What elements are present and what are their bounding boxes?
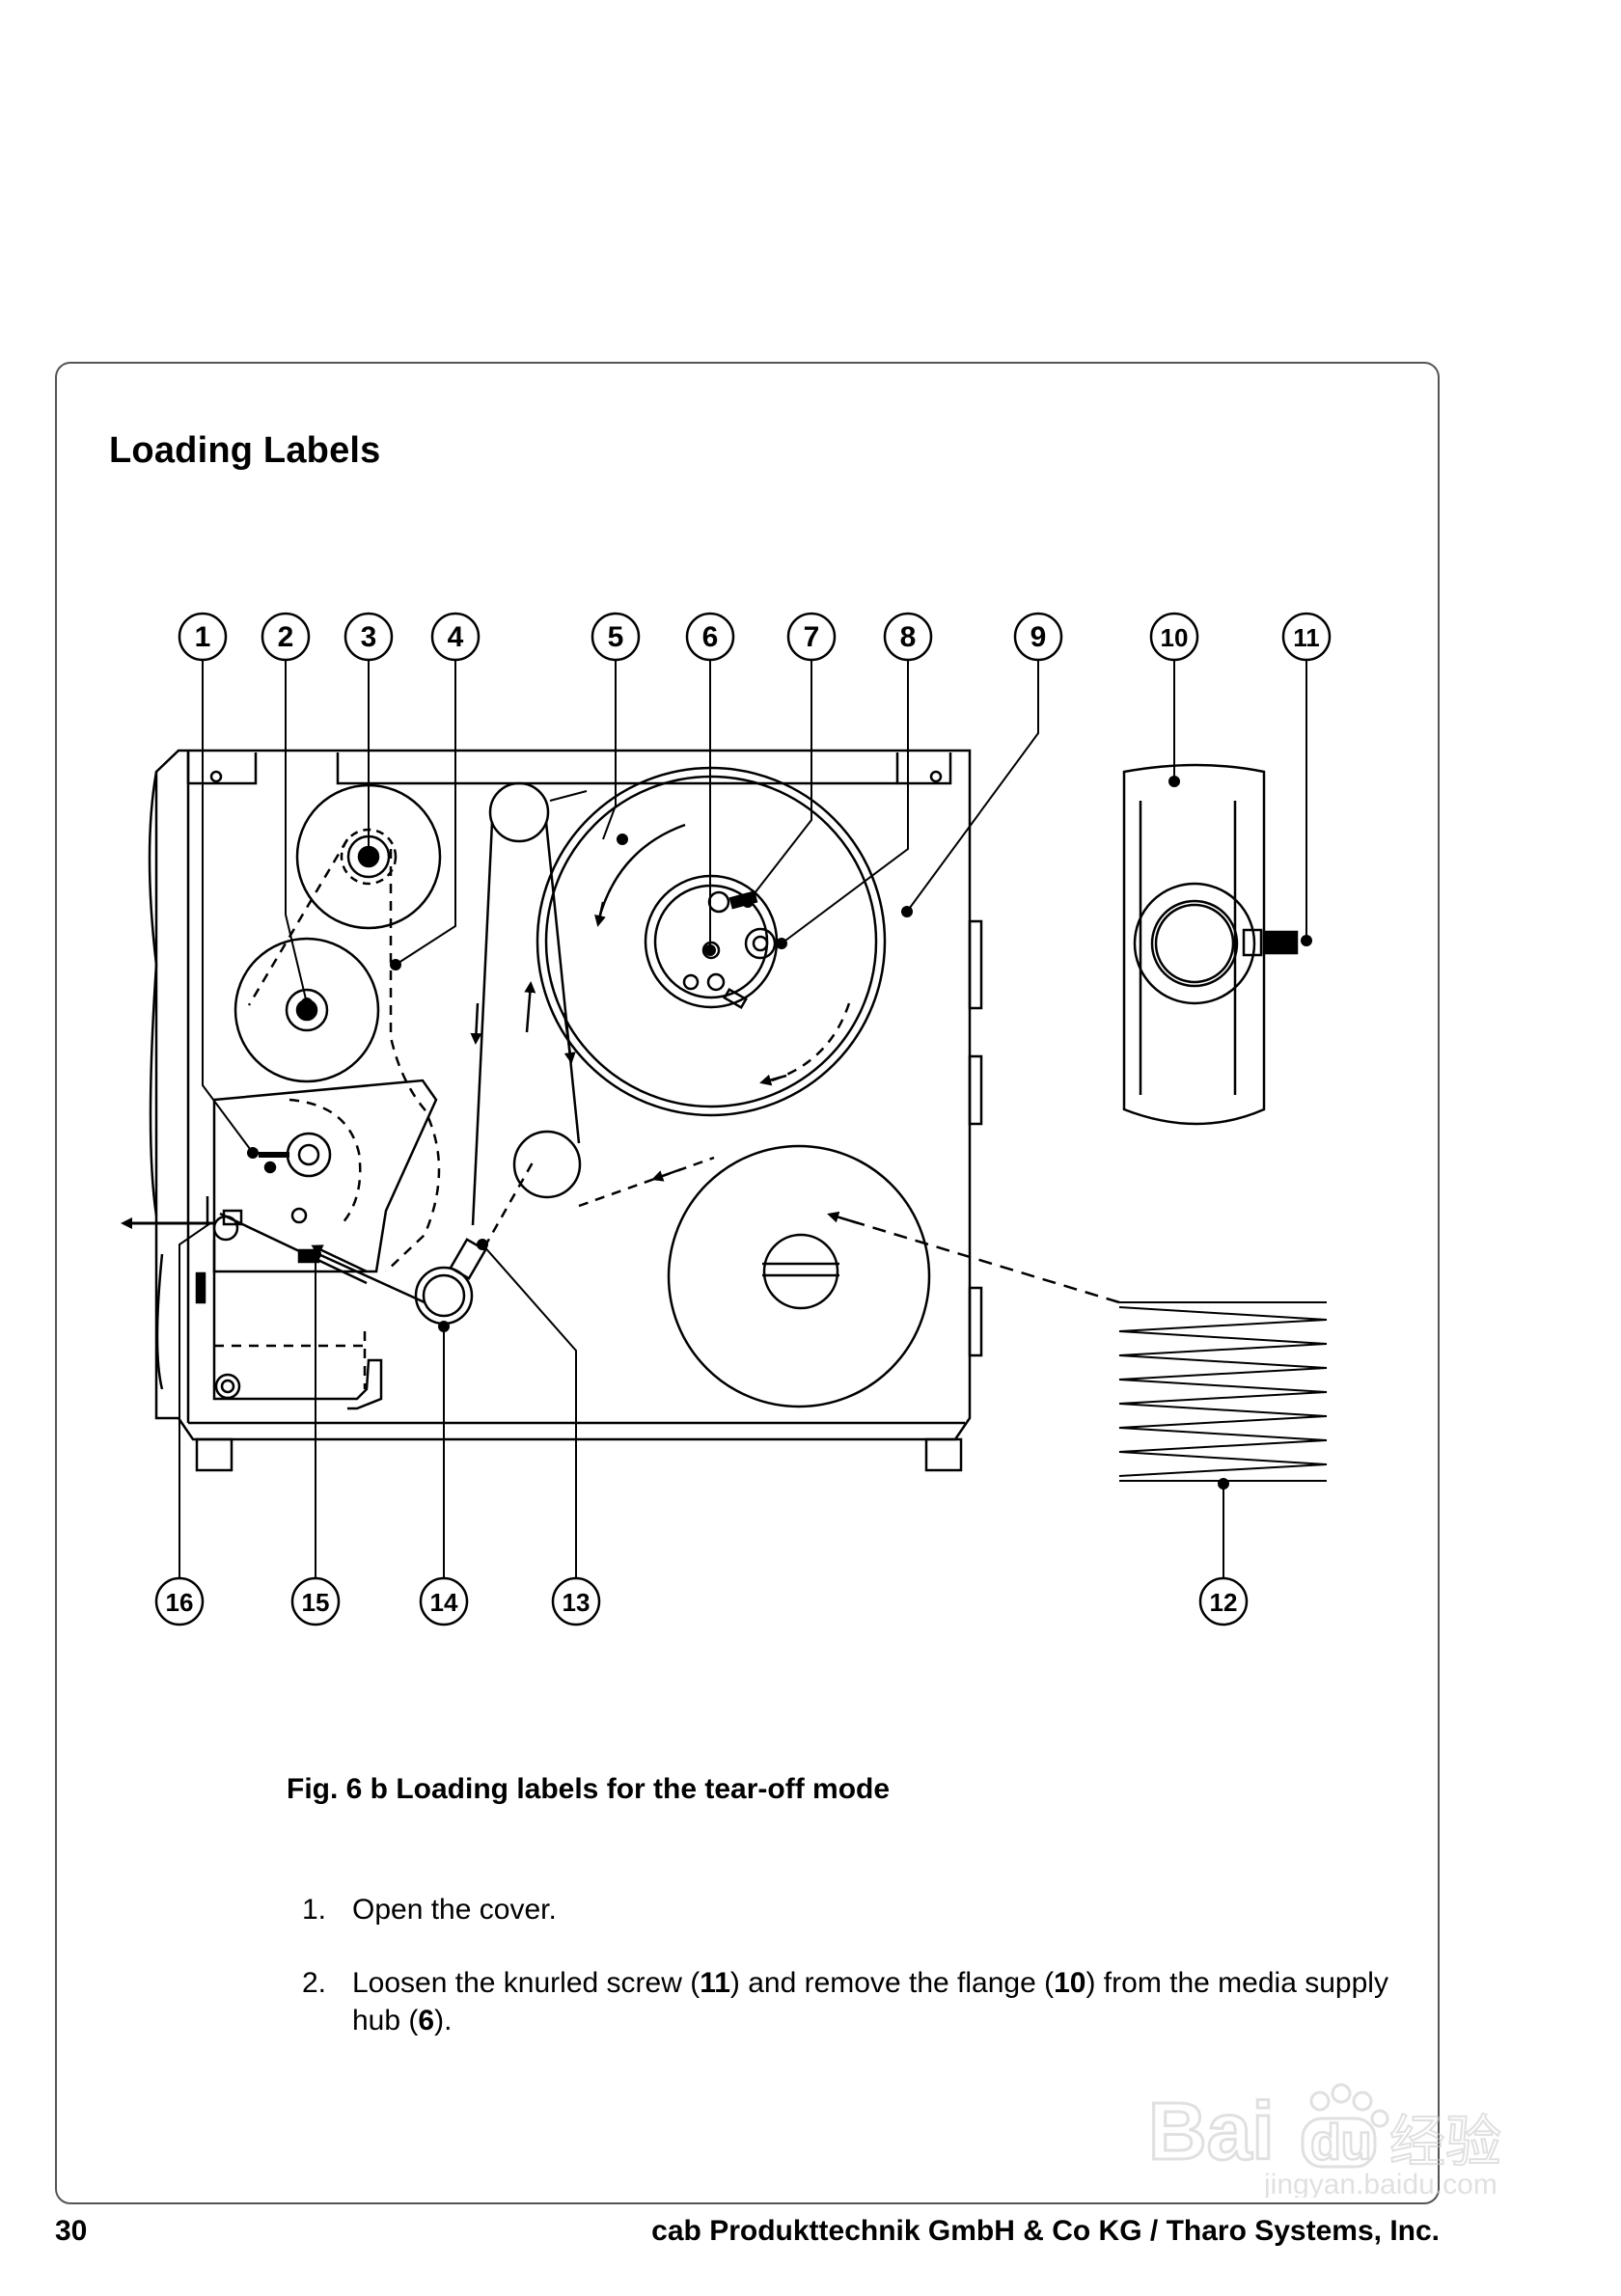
baidu-watermark: Bai du 经验 jingyan.baidu.com (1148, 2083, 1502, 2198)
section-title: Loading Labels (109, 430, 381, 471)
watermark-url: jingyan.baidu.com (1263, 2169, 1497, 2198)
footer-company: cab Produkttechnik GmbH & Co KG / Tharo … (651, 2215, 1440, 2247)
instruction-list: 1. Open the cover. 2. Loosen the knurled sc… (302, 1891, 1392, 2075)
figure-caption: Fig. 6 b Loading labels for the tear-off… (287, 1773, 891, 1805)
part-reference: 10 (1054, 1967, 1086, 1999)
step-text: Loosen the knurled screw ( (352, 1967, 701, 1999)
step-text: ) from the media supply hub ( (352, 1967, 1388, 2036)
watermark-cn: 经验 (1389, 2109, 1501, 2174)
instruction-step: 2. Loosen the knurled screw (11) and remo… (302, 1964, 1392, 2039)
step-text: ). (434, 2005, 453, 2036)
content-frame (55, 362, 1440, 2204)
paw-print-icon (1301, 2083, 1389, 2169)
instruction-step: 1. Open the cover. (302, 1891, 1392, 1928)
step-text: ) and remove the flange ( (729, 1967, 1055, 1999)
step-number: 1. (302, 1894, 327, 1926)
step-text: Open the cover. (352, 1894, 557, 1926)
part-reference: 6 (418, 2005, 435, 2036)
page-number: 30 (55, 2215, 88, 2247)
part-reference: 11 (700, 1967, 730, 1999)
watermark-text: Bai (1148, 2086, 1275, 2176)
step-number: 2. (302, 1967, 327, 1999)
watermark-du: du (1310, 2115, 1372, 2171)
